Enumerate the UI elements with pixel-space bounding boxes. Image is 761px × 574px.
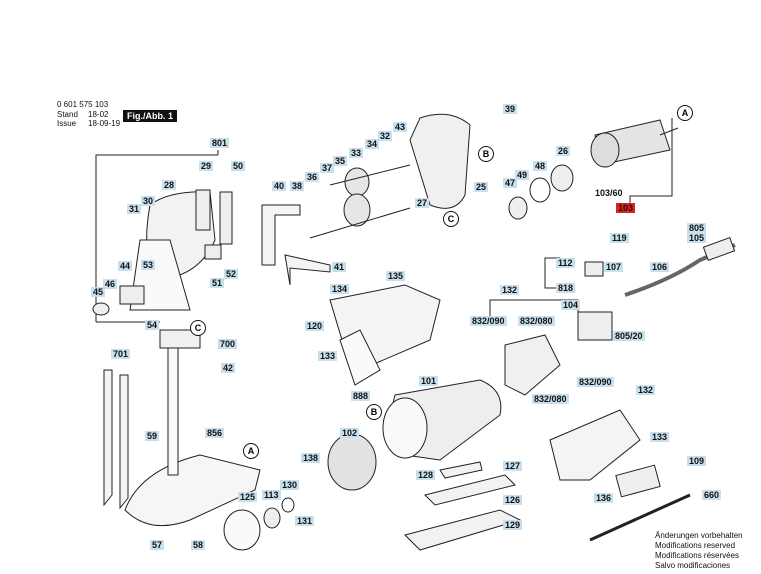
callout-a-armature: A	[677, 105, 693, 121]
part-label-31: 31	[127, 204, 142, 214]
callout-a-shoe: A	[243, 443, 259, 459]
part-label-58: 58	[191, 540, 206, 550]
callout-b-housing: B	[478, 146, 494, 162]
part-label-101: 101	[419, 376, 439, 386]
stand-value: 18-02	[88, 110, 109, 119]
part-label-832-090-bottom: 832/090	[577, 377, 614, 387]
part-label-42: 42	[221, 363, 236, 373]
part-label-52: 52	[224, 269, 239, 279]
part-label-32: 32	[378, 131, 393, 141]
part-label-126: 126	[503, 495, 523, 505]
part-label-48: 48	[533, 161, 548, 171]
part-label-801: 801	[210, 138, 230, 148]
part-label-57: 57	[150, 540, 165, 550]
part-label-107: 107	[604, 262, 624, 272]
stand-label: Stand	[57, 110, 78, 119]
part-label-660: 660	[702, 490, 722, 500]
part-label-832-090-top: 832/090	[470, 316, 507, 326]
part-label-136: 136	[594, 493, 614, 503]
part-label-130: 130	[280, 480, 300, 490]
part-label-27: 27	[415, 198, 430, 208]
note-de: Änderungen vorbehalten	[655, 531, 743, 540]
figure-label: Fig./Abb. 1	[123, 110, 177, 122]
part-label-49: 49	[515, 170, 530, 180]
part-label-132-top: 132	[500, 285, 520, 295]
note-es: Salvo modificaciones	[655, 561, 731, 570]
part-label-102: 102	[340, 428, 360, 438]
part-number: 0 601 575 103	[57, 100, 109, 109]
part-label-120: 120	[305, 321, 325, 331]
part-label-805-20: 805/20	[613, 331, 645, 341]
part-label-103-highlighted: 103	[616, 203, 636, 213]
part-label-59: 59	[145, 431, 160, 441]
part-label-34: 34	[365, 139, 380, 149]
part-label-700: 700	[218, 339, 238, 349]
part-label-105: 105	[687, 233, 707, 243]
part-label-103-60: 103/60	[595, 188, 623, 198]
part-label-127: 127	[503, 461, 523, 471]
part-label-888: 888	[351, 391, 371, 401]
part-label-30: 30	[141, 196, 156, 206]
part-label-47: 47	[503, 178, 518, 188]
part-label-135: 135	[386, 271, 406, 281]
part-label-832-080-top: 832/080	[518, 316, 555, 326]
part-label-29: 29	[199, 161, 214, 171]
part-label-37: 37	[320, 163, 335, 173]
part-label-41: 41	[332, 262, 347, 272]
part-label-125: 125	[238, 492, 258, 502]
part-label-39: 39	[503, 104, 518, 114]
part-label-40: 40	[272, 181, 287, 191]
part-label-132-bottom: 132	[636, 385, 656, 395]
part-label-104: 104	[561, 300, 581, 310]
part-label-51: 51	[210, 278, 225, 288]
part-label-129: 129	[503, 520, 523, 530]
part-label-818: 818	[556, 283, 576, 293]
note-fr: Modifications réservées	[655, 551, 740, 560]
part-label-33: 33	[349, 148, 364, 158]
part-label-131: 131	[295, 516, 315, 526]
part-label-832-080-bottom: 832/080	[532, 394, 569, 404]
part-label-36: 36	[305, 172, 320, 182]
part-label-113: 113	[262, 490, 281, 500]
part-label-119: 119	[610, 233, 629, 243]
part-label-43: 43	[393, 122, 408, 132]
part-label-53: 53	[141, 260, 156, 270]
callout-c-rod: C	[190, 320, 206, 336]
callout-c-housing: C	[443, 211, 459, 227]
issue-value: 18-09-19	[88, 119, 121, 128]
part-label-112: 112	[556, 258, 575, 268]
modification-notes: Änderungen vorbehalten Modifications res…	[655, 531, 743, 571]
part-label-25: 25	[474, 182, 489, 192]
part-label-50: 50	[231, 161, 246, 171]
part-label-46: 46	[103, 279, 118, 289]
part-label-134: 134	[330, 284, 350, 294]
part-label-856: 856	[205, 428, 225, 438]
part-label-54: 54	[145, 320, 160, 330]
issue-label: Issue	[57, 119, 77, 128]
part-label-26: 26	[556, 146, 571, 156]
callout-b-motor: B	[366, 404, 382, 420]
part-label-109: 109	[687, 456, 707, 466]
part-label-701: 701	[111, 349, 131, 359]
part-label-805: 805	[687, 223, 707, 233]
note-en: Modifications reserved	[655, 541, 736, 550]
part-label-138: 138	[301, 453, 321, 463]
part-label-44: 44	[118, 261, 133, 271]
part-label-128: 128	[416, 470, 436, 480]
part-label-28: 28	[162, 180, 177, 190]
part-label-45: 45	[91, 287, 106, 297]
part-label-133-bottom: 133	[650, 432, 670, 442]
part-label-133-top: 133	[318, 351, 338, 361]
part-label-35: 35	[333, 156, 348, 166]
part-label-38: 38	[290, 181, 305, 191]
part-label-106: 106	[650, 262, 670, 272]
